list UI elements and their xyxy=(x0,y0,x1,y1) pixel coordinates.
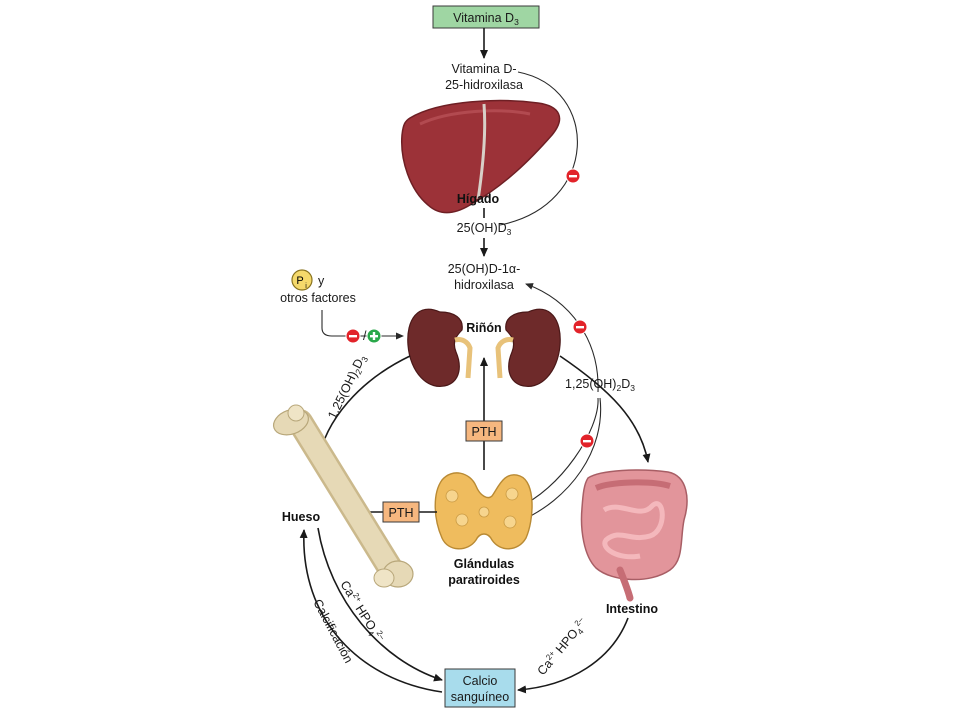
kidney-icon xyxy=(407,308,473,387)
svg-text:i: i xyxy=(305,283,307,290)
arrow-bone-to-blood xyxy=(317,527,443,682)
liver-product-label: 25(OH)D3 xyxy=(457,221,512,237)
modulator-line2: otros factores xyxy=(280,291,356,305)
bone-label: Hueso xyxy=(282,510,321,524)
pth-left-box: PTH xyxy=(382,501,420,523)
kidney-icon xyxy=(495,308,561,387)
liver-label: Hígado xyxy=(457,192,500,206)
modulator-y: y xyxy=(318,274,325,288)
bone-icon xyxy=(272,404,414,588)
phosphate-icon: P i xyxy=(291,269,313,291)
blood-label-line1: Calcio xyxy=(463,674,498,688)
kidney-label: Riñón xyxy=(466,321,501,335)
parathyroid-label-line1: Glándulas xyxy=(454,557,514,571)
inhibit-icon xyxy=(579,433,595,449)
inhibit-icon xyxy=(572,319,588,335)
modulator-arrow xyxy=(321,310,404,340)
arrow-kidney-to-intestine xyxy=(559,355,651,463)
modulator-slash: / xyxy=(363,329,367,343)
svg-text:Vitamina D3: Vitamina D3 xyxy=(453,11,519,27)
parathyroid-feedback-arrow-2 xyxy=(517,397,602,523)
pth-upper-box: PTH xyxy=(465,420,503,442)
arrow-intestine-to-blood xyxy=(517,617,629,694)
inhibit-icon xyxy=(565,168,581,184)
calcitriol-right-label: 1,25(OH)2D3 xyxy=(565,377,635,393)
arrow-blood-to-bone xyxy=(299,529,443,693)
liver-enzyme-line1: Vitamina D- xyxy=(451,62,516,76)
svg-text:P: P xyxy=(296,275,303,287)
vitamin-d3-label: Vitamina D xyxy=(453,11,514,25)
inhibit-icon xyxy=(345,328,361,344)
kidney-enzyme-line2: hidroxilasa xyxy=(454,278,514,292)
liver-icon xyxy=(401,99,561,214)
liver-enzyme-line2: 25-hidroxilasa xyxy=(445,78,523,92)
parathyroid-icon xyxy=(434,472,533,550)
pth-upper-label: PTH xyxy=(472,425,497,439)
intestine-label: Intestino xyxy=(606,602,658,616)
pth-left-label: PTH xyxy=(389,506,414,520)
liver-feedback-loop xyxy=(499,71,578,226)
stimulate-icon xyxy=(366,328,382,344)
blood-calcium-box: Calcio sanguíneo xyxy=(444,668,516,708)
intestine-icon xyxy=(580,469,688,602)
blood-label-line2: sanguíneo xyxy=(451,690,509,704)
parathyroid-label-line2: paratiroides xyxy=(448,573,520,587)
vitamin-d3-box: Vitamina D3 xyxy=(432,5,540,29)
kidney-enzyme-line1: 25(OH)D-1α- xyxy=(448,262,521,276)
